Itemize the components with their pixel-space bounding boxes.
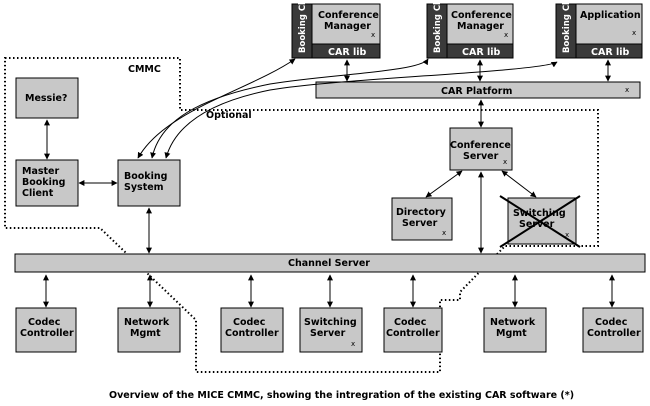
channel-server-bar xyxy=(14,253,646,273)
optional-label: Optional xyxy=(206,110,252,121)
booking-client-link xyxy=(164,61,558,159)
box-marker: x xyxy=(351,340,355,348)
booking-client-label: Booking Client xyxy=(433,0,443,53)
box-marker: x xyxy=(442,229,446,237)
master-booking-client-box xyxy=(15,159,79,207)
conference-directory-arrow xyxy=(425,170,463,198)
box-marker: x xyxy=(632,29,636,37)
booking-client-label: Booking Client xyxy=(298,0,308,53)
messie-label: Messie? xyxy=(25,93,67,104)
booking-client-label: Booking Client xyxy=(562,0,572,53)
application-box xyxy=(575,3,643,45)
channel-server-label: Channel Server xyxy=(288,258,370,269)
directory-server-box xyxy=(391,197,453,241)
car-lib-label: CAR lib xyxy=(328,47,366,58)
box-marker: x xyxy=(503,158,507,166)
diagram-caption: Overview of the MICE CMMC, showing the i… xyxy=(109,390,574,401)
box-marker: x xyxy=(371,31,375,39)
cmmc-label: CMMC xyxy=(128,64,161,75)
box-marker: x xyxy=(565,231,569,239)
conference-server-box xyxy=(449,127,513,171)
car-platform-label: CAR Platform xyxy=(441,86,512,97)
top-client-3: Booking Client Application x CAR lib xyxy=(555,0,643,59)
cross-out-line xyxy=(499,195,581,248)
conference-manager-box xyxy=(311,3,381,45)
car-lib-bar xyxy=(311,43,381,59)
box-marker: x xyxy=(504,31,508,39)
car-lib-label: CAR lib xyxy=(462,47,500,58)
conference-switching-arrow xyxy=(501,170,537,198)
booking-system-box xyxy=(117,159,181,207)
messie-box xyxy=(15,77,79,119)
box-marker: x xyxy=(625,86,629,94)
booking-client-link xyxy=(137,58,296,159)
car-lib-label: CAR lib xyxy=(591,47,629,58)
car-lib-bar xyxy=(446,43,514,59)
car-lib-bar xyxy=(575,43,643,59)
application-label: Application xyxy=(580,10,641,21)
booking-client-link xyxy=(150,58,429,159)
